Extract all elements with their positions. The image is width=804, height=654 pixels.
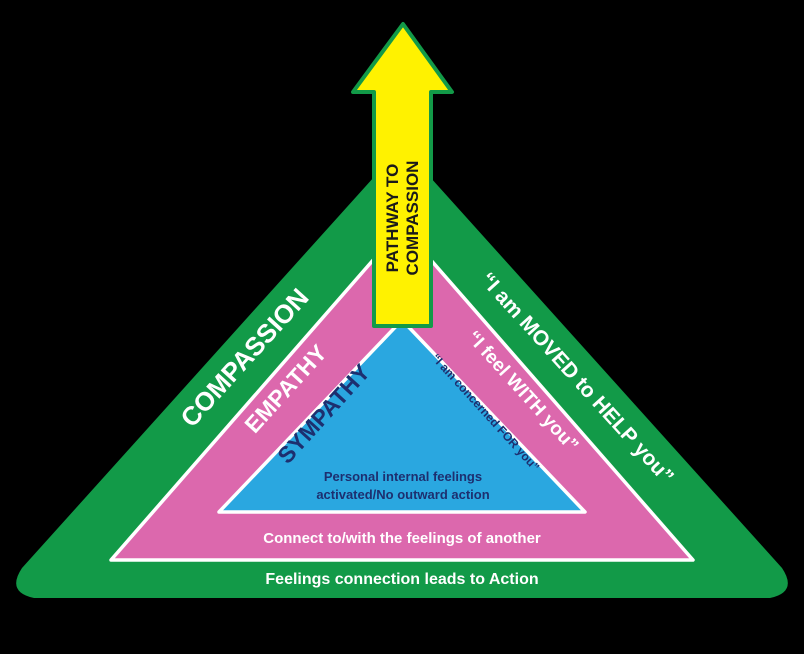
sympathy-description-line2: activated/No outward action — [316, 487, 489, 502]
sympathy-description-line1: Personal internal feelings — [324, 469, 482, 484]
empathy-description: Connect to/with the feelings of another — [263, 530, 541, 547]
compassion-description: Feelings connection leads to Action — [265, 571, 538, 588]
pathway-arrow — [351, 22, 454, 328]
arrow-label-line2: COMPASSION — [403, 161, 422, 276]
arrow-label-line1: PATHWAY TO — [383, 164, 402, 273]
sympathy-layer — [217, 318, 587, 514]
